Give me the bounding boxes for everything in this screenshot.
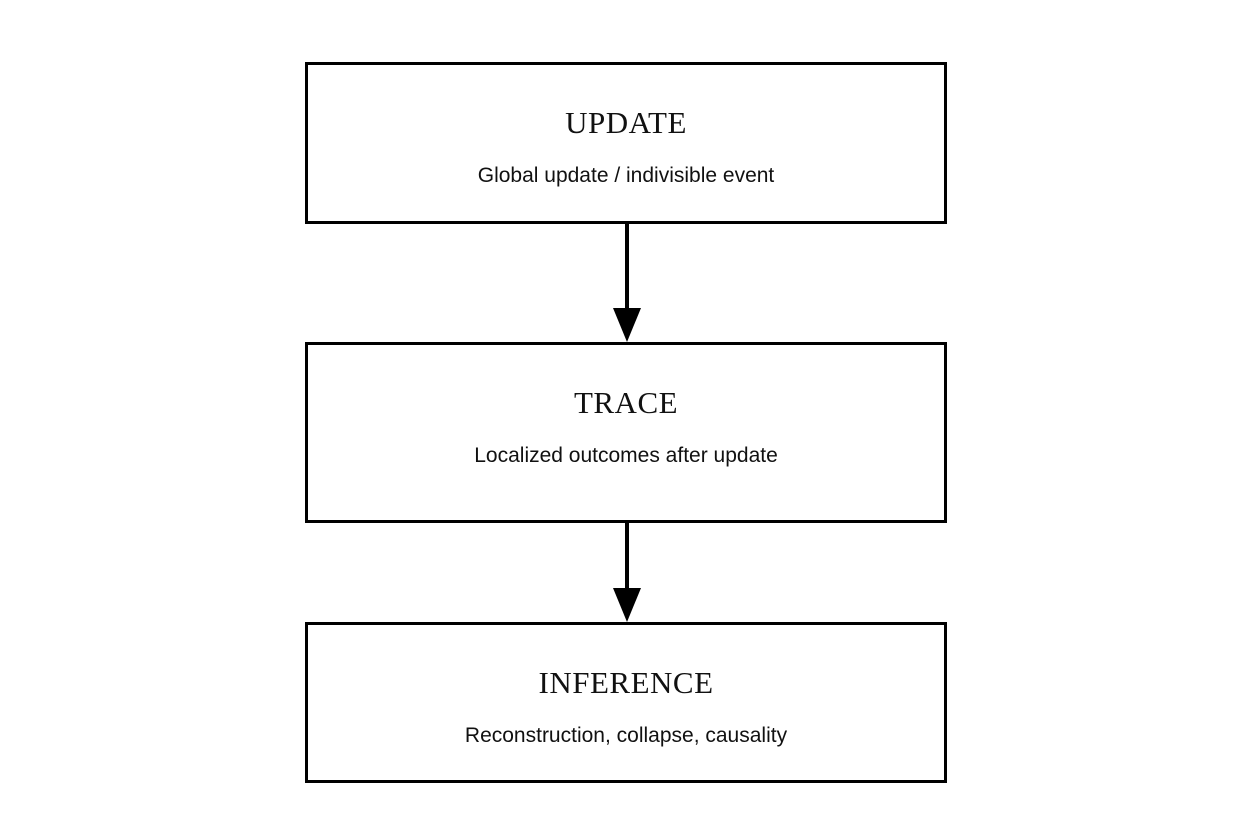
node-update-subtitle: Global update / indivisible event bbox=[477, 164, 775, 187]
node-trace-title: TRACE bbox=[573, 385, 679, 420]
node-inference: INFERENCE Reconstruction, collapse, caus… bbox=[305, 622, 947, 783]
arrowhead-down-icon bbox=[613, 308, 641, 342]
node-trace-subtitle: Localized outcomes after update bbox=[474, 444, 778, 467]
arrow-down-connector-update-trace bbox=[613, 224, 641, 342]
node-inference-subtitle: Reconstruction, collapse, causality bbox=[464, 724, 788, 747]
node-inference-title: INFERENCE bbox=[538, 665, 714, 700]
node-update: UPDATE Global update / indivisible event bbox=[305, 62, 947, 224]
arrow-down-connector-trace-inference bbox=[613, 523, 641, 622]
node-trace: TRACE Localized outcomes after update bbox=[305, 342, 947, 523]
node-update-title: UPDATE bbox=[565, 105, 687, 140]
arrowhead-down-icon bbox=[613, 588, 641, 622]
